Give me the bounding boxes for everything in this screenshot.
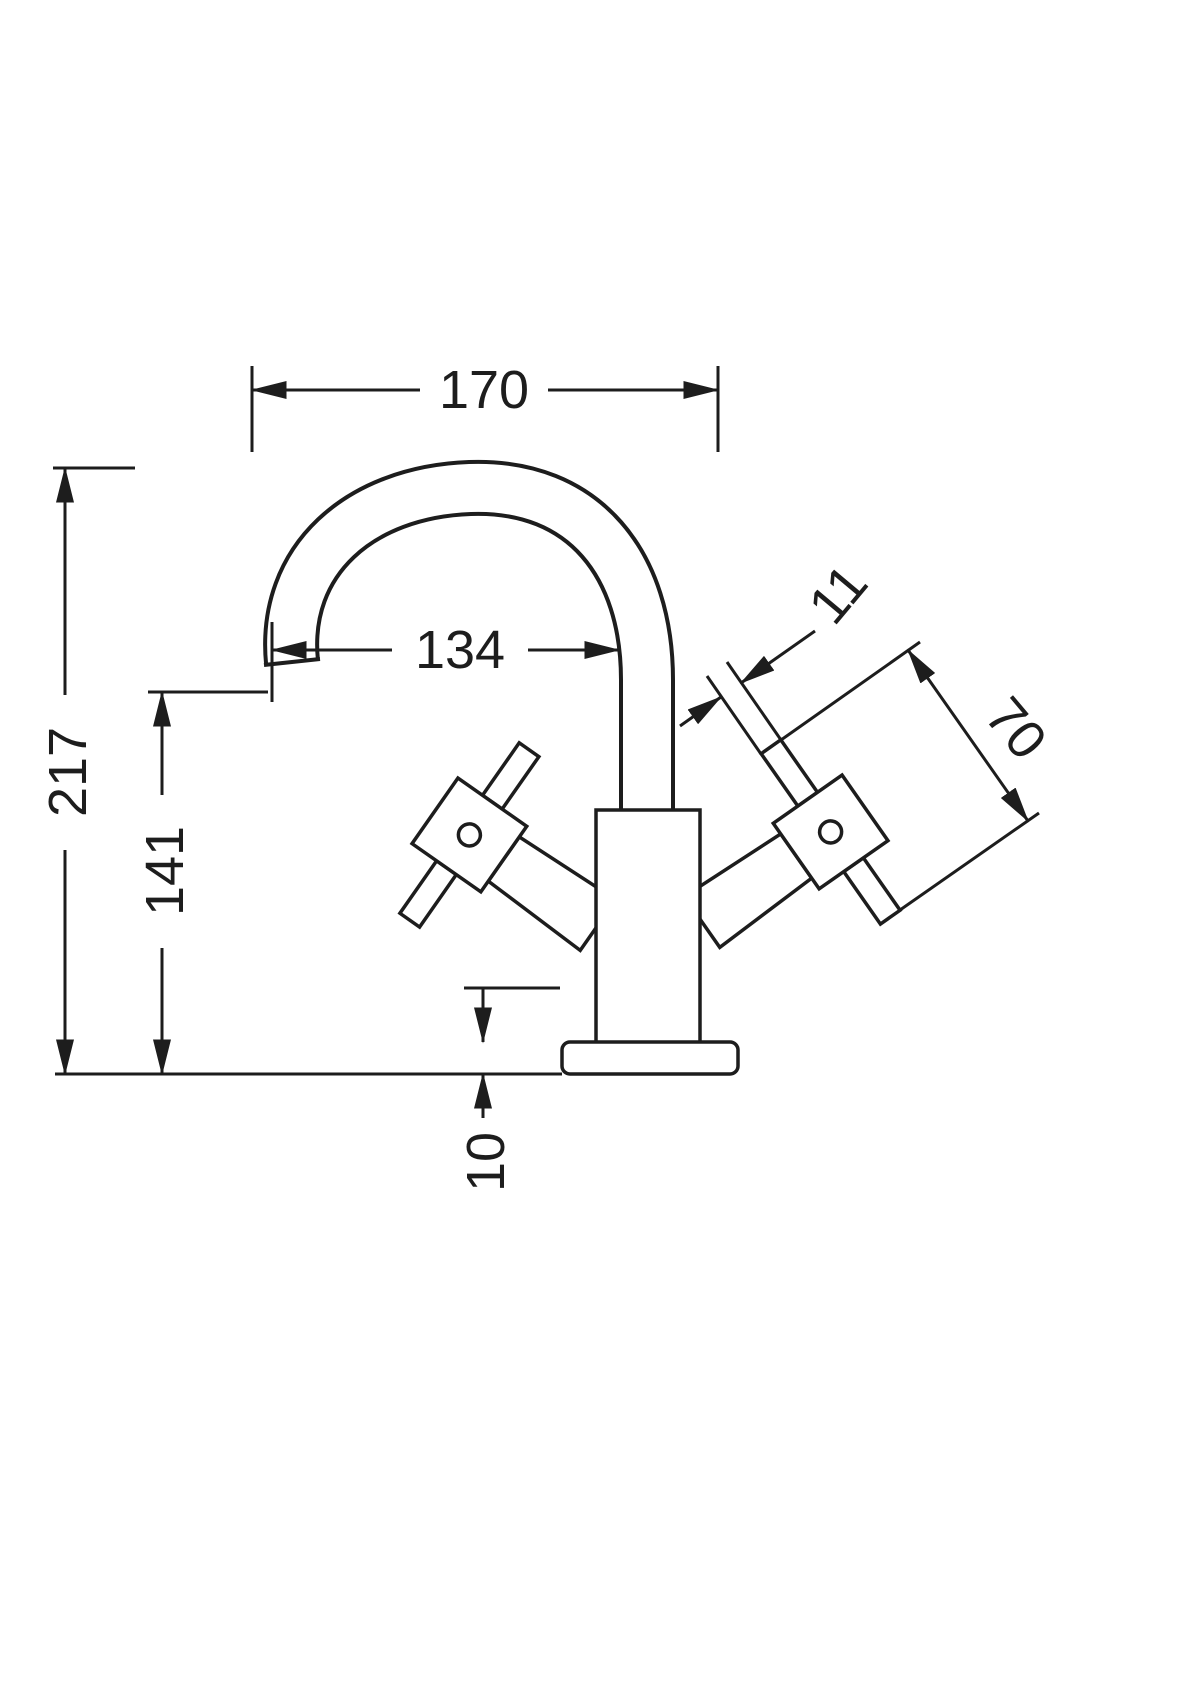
extension-line [899,811,1040,912]
dim-base-plate-height-label: 10 [456,1132,516,1192]
dim-overall-height: 217 [38,466,135,1076]
dim-spout-reach: 134 [270,620,621,702]
dim-handle-width-label: 70 [973,686,1058,771]
spout-fill [267,463,671,830]
dimension-line [679,695,723,728]
dim-spout-reach-label: 134 [415,620,505,680]
dim-overall-height-label: 217 [38,727,98,817]
dim-handle-bar-diameter-label: 11 [797,554,879,636]
extension-line [725,661,783,741]
extension-line [705,675,763,755]
dimension-line [906,648,1030,823]
dim-spout-outlet-height: 141 [135,690,268,1076]
dim-base-plate-height: 10 [456,986,560,1192]
dim-spout-outlet-height-label: 141 [135,826,195,916]
dim-overall-width-label: 170 [439,360,529,420]
dim-handle-bar-diameter: 11 [679,554,879,755]
base-flange [560,1040,740,1076]
extension-line [780,640,921,742]
dim-overall-width: 170 [250,360,720,452]
dimension-line [739,629,816,685]
tap-body [594,808,702,1052]
faucet [55,459,927,1076]
